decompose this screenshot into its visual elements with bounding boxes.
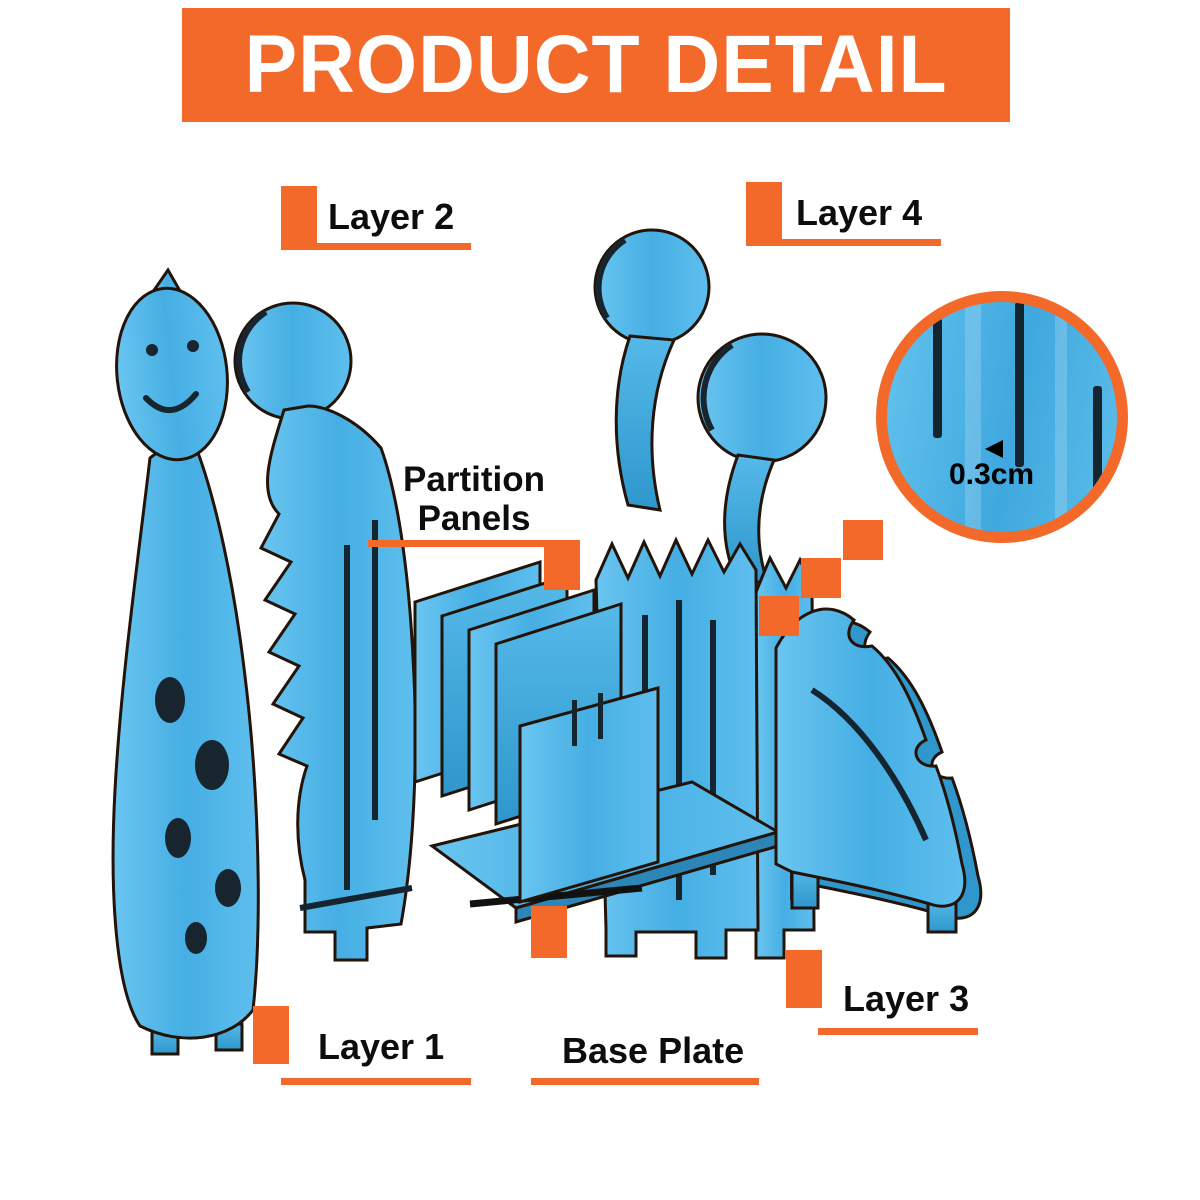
connector-step	[801, 558, 841, 598]
dino-face	[143, 340, 199, 414]
connector-step	[843, 520, 883, 560]
thickness-zoom-circle: 0.3cm	[876, 291, 1128, 543]
partition-panels-marker	[544, 546, 580, 590]
layer3-line	[818, 1028, 978, 1035]
wood-slot	[1093, 386, 1102, 532]
layer3-marker	[786, 950, 822, 1008]
layer2-marker	[281, 186, 317, 244]
left-arrow-icon	[985, 440, 1003, 458]
base-plate-label: Base Plate	[562, 1030, 745, 1071]
base-plate-line	[531, 1078, 759, 1085]
layer1-marker	[253, 1006, 289, 1064]
layer1-line	[281, 1078, 471, 1085]
connector-step	[759, 596, 799, 636]
layer4-marker	[746, 182, 782, 240]
base-plate-marker	[531, 906, 567, 958]
partition-panels-label-line1: Partition	[403, 460, 545, 499]
dino-piece-layer2	[233, 301, 417, 962]
wood-slot	[1015, 302, 1024, 467]
wood-grain	[1055, 302, 1067, 532]
layer1-label: Layer 1	[318, 1026, 445, 1067]
layer2-label: Layer 2	[328, 196, 455, 237]
partition-panels-label-line2: Panels	[417, 499, 531, 538]
thickness-value: 0.3cm	[949, 458, 1035, 491]
partition-panels-label: Partition Panels	[368, 460, 580, 538]
partition-panels	[413, 559, 660, 904]
layer4-line	[746, 239, 941, 246]
wood-slot	[933, 318, 942, 438]
layer2-line	[281, 243, 471, 250]
wood-grain	[965, 302, 981, 532]
header-banner: PRODUCT DETAIL	[182, 8, 1010, 122]
dino-piece-layer3	[774, 607, 983, 934]
dino-piece-layer1	[111, 267, 260, 1056]
dino-spots	[155, 677, 241, 954]
page-title: PRODUCT DETAIL	[244, 19, 948, 110]
partition-panels-line	[368, 540, 580, 547]
layer4-label: Layer 4	[796, 192, 923, 233]
layer3-label: Layer 3	[843, 978, 970, 1019]
